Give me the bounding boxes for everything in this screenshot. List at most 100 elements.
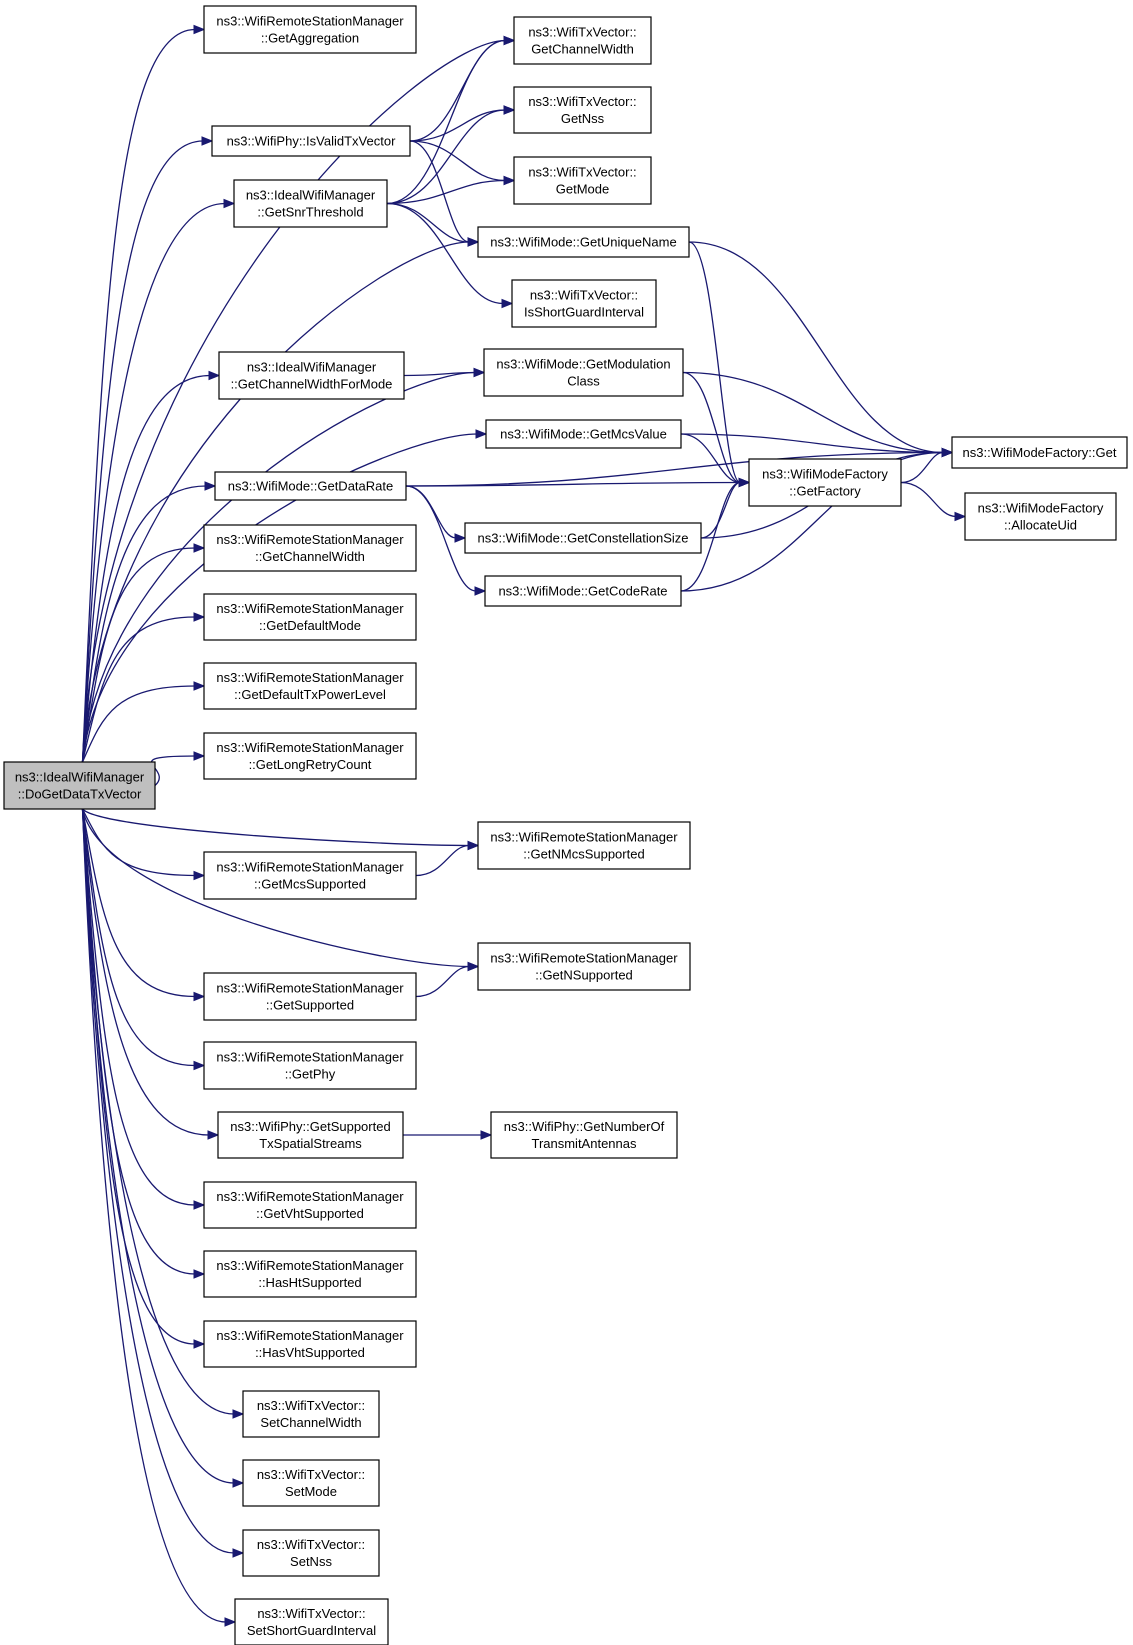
function-node-factory-allocate-uid[interactable]: ns3::WifiModeFactory::AllocateUid: [964, 492, 1117, 541]
arrowhead-icon: [232, 1409, 245, 1419]
function-label: ::HasVhtSupported: [255, 1345, 365, 1360]
arrowhead-icon: [480, 1130, 493, 1140]
arrowhead-icon: [232, 1478, 245, 1488]
function-label: ::AllocateUid: [1004, 518, 1077, 533]
function-node-rsm-get-supported[interactable]: ns3::WifiRemoteStationManager::GetSuppor…: [203, 972, 417, 1021]
function-node-mode-get-unique-name[interactable]: ns3::WifiMode::GetUniqueName: [477, 226, 690, 258]
call-edge: [81, 481, 217, 763]
arrowhead-icon: [193, 751, 206, 761]
function-label: ns3::WifiRemoteStationManager: [216, 981, 404, 996]
function-label: ns3::WifiPhy::GetSupported: [230, 1119, 390, 1134]
arrowhead-icon: [193, 543, 206, 553]
function-label: ns3::WifiMode::GetCodeRate: [498, 584, 667, 599]
call-edge: [900, 447, 954, 484]
function-node-mode-get-constellation[interactable]: ns3::WifiMode::GetConstellationSize: [464, 522, 702, 554]
function-label: SetNss: [290, 1554, 332, 1569]
call-edge: [900, 481, 967, 522]
arrowhead-icon: [201, 136, 214, 146]
function-node-rsm-get-nsupported[interactable]: ns3::WifiRemoteStationManager::GetNSuppo…: [477, 942, 691, 991]
function-node-factory-get[interactable]: ns3::WifiModeFactory::Get: [951, 436, 1128, 469]
arrowhead-icon: [207, 1130, 220, 1140]
function-node-phy-get-supported-tx-ss[interactable]: ns3::WifiPhy::GetSupportedTxSpatialStrea…: [217, 1111, 404, 1159]
call-edge: [409, 140, 516, 186]
function-node-factory-get-factory[interactable]: ns3::WifiModeFactory::GetFactory: [748, 458, 902, 507]
function-node-rsm-get-channel-width[interactable]: ns3::WifiRemoteStationManager::GetChanne…: [203, 524, 417, 572]
function-label: ns3::WifiMode::GetModulation: [496, 357, 670, 372]
function-label: GetNss: [561, 111, 605, 126]
function-label: ns3::WifiTxVector::: [257, 1398, 365, 1413]
function-label: ns3::WifiRemoteStationManager: [216, 601, 404, 616]
function-node-rsm-get-aggregation[interactable]: ns3::WifiRemoteStationManager::GetAggreg…: [203, 5, 417, 54]
function-label: ns3::WifiPhy::IsValidTxVector: [227, 134, 396, 149]
function-label: SetShortGuardInterval: [247, 1623, 376, 1638]
call-edge: [81, 24, 206, 763]
function-node-rsm-get-phy[interactable]: ns3::WifiRemoteStationManager::GetPhy: [203, 1041, 417, 1090]
function-node-rsm-get-nmcs-supported[interactable]: ns3::WifiRemoteStationManager::GetNMcsSu…: [477, 821, 691, 870]
function-node-ideal-get-snr-threshold[interactable]: ns3::IdealWifiManager::GetSnrThreshold: [233, 179, 388, 228]
function-label: ns3::WifiRemoteStationManager: [216, 740, 404, 755]
function-node-txv-is-short-gi[interactable]: ns3::WifiTxVector::IsShortGuardInterval: [511, 279, 657, 328]
function-label: ns3::IdealWifiManager: [15, 770, 145, 785]
function-label: ns3::WifiTxVector::: [530, 288, 638, 303]
function-label: ns3::IdealWifiManager: [247, 360, 377, 375]
arrowhead-icon: [467, 961, 480, 972]
function-node-phy-is-valid-txvector[interactable]: ns3::WifiPhy::IsValidTxVector: [211, 125, 411, 157]
function-node-rsm-has-ht-supported[interactable]: ns3::WifiRemoteStationManager::HasHtSupp…: [203, 1250, 417, 1298]
call-edge: [81, 429, 488, 763]
function-node-mode-get-data-rate[interactable]: ns3::WifiMode::GetDataRate: [214, 471, 407, 501]
function-node-rsm-get-long-retry[interactable]: ns3::WifiRemoteStationManager::GetLongRe…: [203, 732, 417, 780]
arrowhead-icon: [208, 370, 221, 381]
function-label: ::GetVhtSupported: [256, 1206, 364, 1221]
function-node-txv-set-nss[interactable]: ns3::WifiTxVector::SetNss: [242, 1529, 380, 1577]
arrowhead-icon: [454, 533, 467, 543]
call-edge: [81, 681, 206, 763]
arrowhead-icon: [467, 237, 480, 247]
function-label: ns3::WifiMode::GetConstellationSize: [478, 531, 689, 546]
function-nodes: ns3::IdealWifiManager::DoGetDataTxVector…: [3, 5, 1128, 1645]
function-node-phy-get-num-tx-ant[interactable]: ns3::WifiPhy::GetNumberOfTransmitAntenna…: [490, 1111, 678, 1159]
function-node-txv-set-mode[interactable]: ns3::WifiTxVector::SetMode: [242, 1459, 380, 1507]
arrowhead-icon: [475, 429, 488, 439]
function-label: ::DoGetDataTxVector: [18, 787, 142, 802]
function-label: ns3::WifiMode::GetMcsValue: [500, 427, 667, 442]
function-label: ::GetChannelWidthForMode: [231, 377, 393, 392]
arrowhead-icon: [224, 1617, 237, 1627]
arrowhead-icon: [193, 612, 206, 622]
function-node-rsm-get-default-mode[interactable]: ns3::WifiRemoteStationManager::GetDefaul…: [203, 593, 417, 641]
function-label: ns3::WifiRemoteStationManager: [216, 1050, 404, 1065]
call-edge: [415, 961, 480, 998]
function-node-rsm-get-mcs-supported[interactable]: ns3::WifiRemoteStationManager::GetMcsSup…: [203, 851, 417, 900]
function-label: ns3::WifiRemoteStationManager: [490, 830, 678, 845]
call-edge: [81, 808, 245, 1488]
function-node-rsm-has-vht-supported[interactable]: ns3::WifiRemoteStationManager::HasVhtSup…: [203, 1320, 417, 1368]
function-label: ::GetNMcsSupported: [523, 847, 644, 862]
function-node-root[interactable]: ns3::IdealWifiManager::DoGetDataTxVector: [3, 761, 156, 810]
function-label: TxSpatialStreams: [259, 1136, 362, 1151]
arrowhead-icon: [193, 1060, 206, 1071]
call-edge: [150, 751, 206, 786]
function-label: ns3::WifiRemoteStationManager: [216, 1328, 404, 1343]
call-edge: [405, 485, 487, 596]
function-node-txv-get-nss[interactable]: ns3::WifiTxVector::GetNss: [513, 86, 652, 134]
function-node-txv-set-channel-width[interactable]: ns3::WifiTxVector::SetChannelWidth: [242, 1390, 380, 1438]
function-node-txv-set-short-gi[interactable]: ns3::WifiTxVector::SetShortGuardInterval: [234, 1598, 389, 1645]
arrowhead-icon: [954, 511, 967, 522]
call-edge: [81, 543, 206, 763]
call-edge: [403, 1130, 493, 1140]
function-node-rsm-get-default-txpow[interactable]: ns3::WifiRemoteStationManager::GetDefaul…: [203, 662, 417, 710]
function-node-rsm-get-vht-supported[interactable]: ns3::WifiRemoteStationManager::GetVhtSup…: [203, 1181, 417, 1229]
arrowhead-icon: [193, 870, 206, 881]
function-node-mode-get-mcs-value[interactable]: ns3::WifiMode::GetMcsValue: [485, 419, 682, 449]
call-edge: [81, 808, 220, 1140]
function-node-txv-get-mode[interactable]: ns3::WifiTxVector::GetMode: [513, 156, 652, 205]
arrowhead-icon: [193, 1269, 206, 1279]
function-label: ns3::WifiModeFactory: [762, 467, 888, 482]
function-node-ideal-get-cw-for-mode[interactable]: ns3::IdealWifiManager::GetChannelWidthFo…: [218, 351, 405, 400]
call-edge: [386, 35, 516, 205]
function-label: ::GetPhy: [285, 1067, 336, 1082]
function-label: ::GetMcsSupported: [254, 877, 366, 892]
function-node-txv-get-channel-width[interactable]: ns3::WifiTxVector::GetChannelWidth: [513, 16, 652, 65]
function-node-mode-get-code-rate[interactable]: ns3::WifiMode::GetCodeRate: [484, 575, 682, 607]
